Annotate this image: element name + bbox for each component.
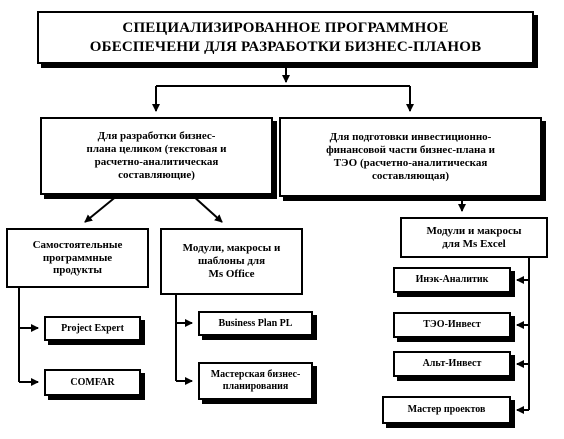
leaf-masterskaya-line1: Мастерская бизнес- xyxy=(210,369,301,381)
leaf-teo-invest-label: ТЭО-Инвест xyxy=(423,319,481,331)
leaf-masterskaya: Мастерская бизнес- планирования xyxy=(198,362,313,400)
leaf-project-expert-label: Project Expert xyxy=(61,322,124,334)
leaf-comfar: COMFAR xyxy=(44,369,141,396)
excel-line2: для Ms Excel xyxy=(442,237,506,250)
left-branch-line4: составляющие) xyxy=(118,168,195,181)
left-branch-box: Для разработки бизнес- плана целиком (те… xyxy=(40,117,273,195)
leaf-alt-invest-label: Альт-Инвест xyxy=(422,358,482,370)
root-box: СПЕЦИАЛИЗИРОВАННОЕ ПРОГРАММНОЕ ОБЕСПЕЧЕН… xyxy=(37,11,534,64)
root-title-line1: СПЕЦИАЛИЗИРОВАННОЕ ПРОГРАММНОЕ xyxy=(122,19,449,36)
standalone-arrow xyxy=(84,194,119,223)
left-branch-line2: плана целиком (текстовая и xyxy=(86,143,227,156)
standalone-line2: программные xyxy=(42,251,113,264)
leaf-business-plan: Business Plan PL xyxy=(198,311,313,336)
standalone-line1: Самостоятельные xyxy=(32,238,123,251)
leaf-master-proektov-label: Мастер проектов xyxy=(407,404,486,416)
right-branch-line2: финансовой части бизнес-плана и xyxy=(326,144,495,157)
leaf-teo-invest: ТЭО-Инвест xyxy=(393,312,511,338)
leaf-business-plan-label: Business Plan PL xyxy=(218,317,293,329)
standalone-box: Самостоятельные программные продукты xyxy=(6,228,149,288)
leaf-comfar-label: COMFAR xyxy=(70,376,115,388)
excel-box: Модули и макросы для Ms Excel xyxy=(400,217,548,258)
office-line1: Модули, макросы и xyxy=(182,242,281,255)
leaf-project-expert: Project Expert xyxy=(44,316,141,341)
left-branch-line1: Для разработки бизнес- xyxy=(97,130,216,143)
right-branch-box: Для подготовки инвестиционно- финансовой… xyxy=(279,117,542,197)
leaf-alt-invest: Альт-Инвест xyxy=(393,351,511,377)
right-branch-line3: ТЭО (расчетно-аналитическая xyxy=(333,157,488,169)
leaf-masterskaya-line2: планирования xyxy=(222,381,289,392)
right-branch-line1: Для подготовки инвестиционно- xyxy=(329,131,492,144)
leaf-inek-analitik-label: Инэк-Аналитик xyxy=(415,274,489,286)
root-title-line2: ОБЕСПЕЧЕНИ ДЛЯ РАЗРАБОТКИ БИЗНЕС-ПЛАНОВ xyxy=(89,38,482,55)
standalone-line3: продукты xyxy=(52,264,103,277)
left-branch-line3: расчетно-аналитическая xyxy=(94,156,219,168)
leaf-master-proektov: Мастер проектов xyxy=(382,396,511,424)
office-line2: шаблоны для xyxy=(197,255,266,268)
office-line3: Ms Office xyxy=(208,267,255,280)
right-branch-line4: составляющая) xyxy=(371,169,450,182)
office-arrow xyxy=(191,194,223,223)
leaf-inek-analitik: Инэк-Аналитик xyxy=(393,267,511,293)
office-box: Модули, макросы и шаблоны для Ms Office xyxy=(160,228,303,295)
excel-line1: Модули и макросы xyxy=(426,224,522,237)
